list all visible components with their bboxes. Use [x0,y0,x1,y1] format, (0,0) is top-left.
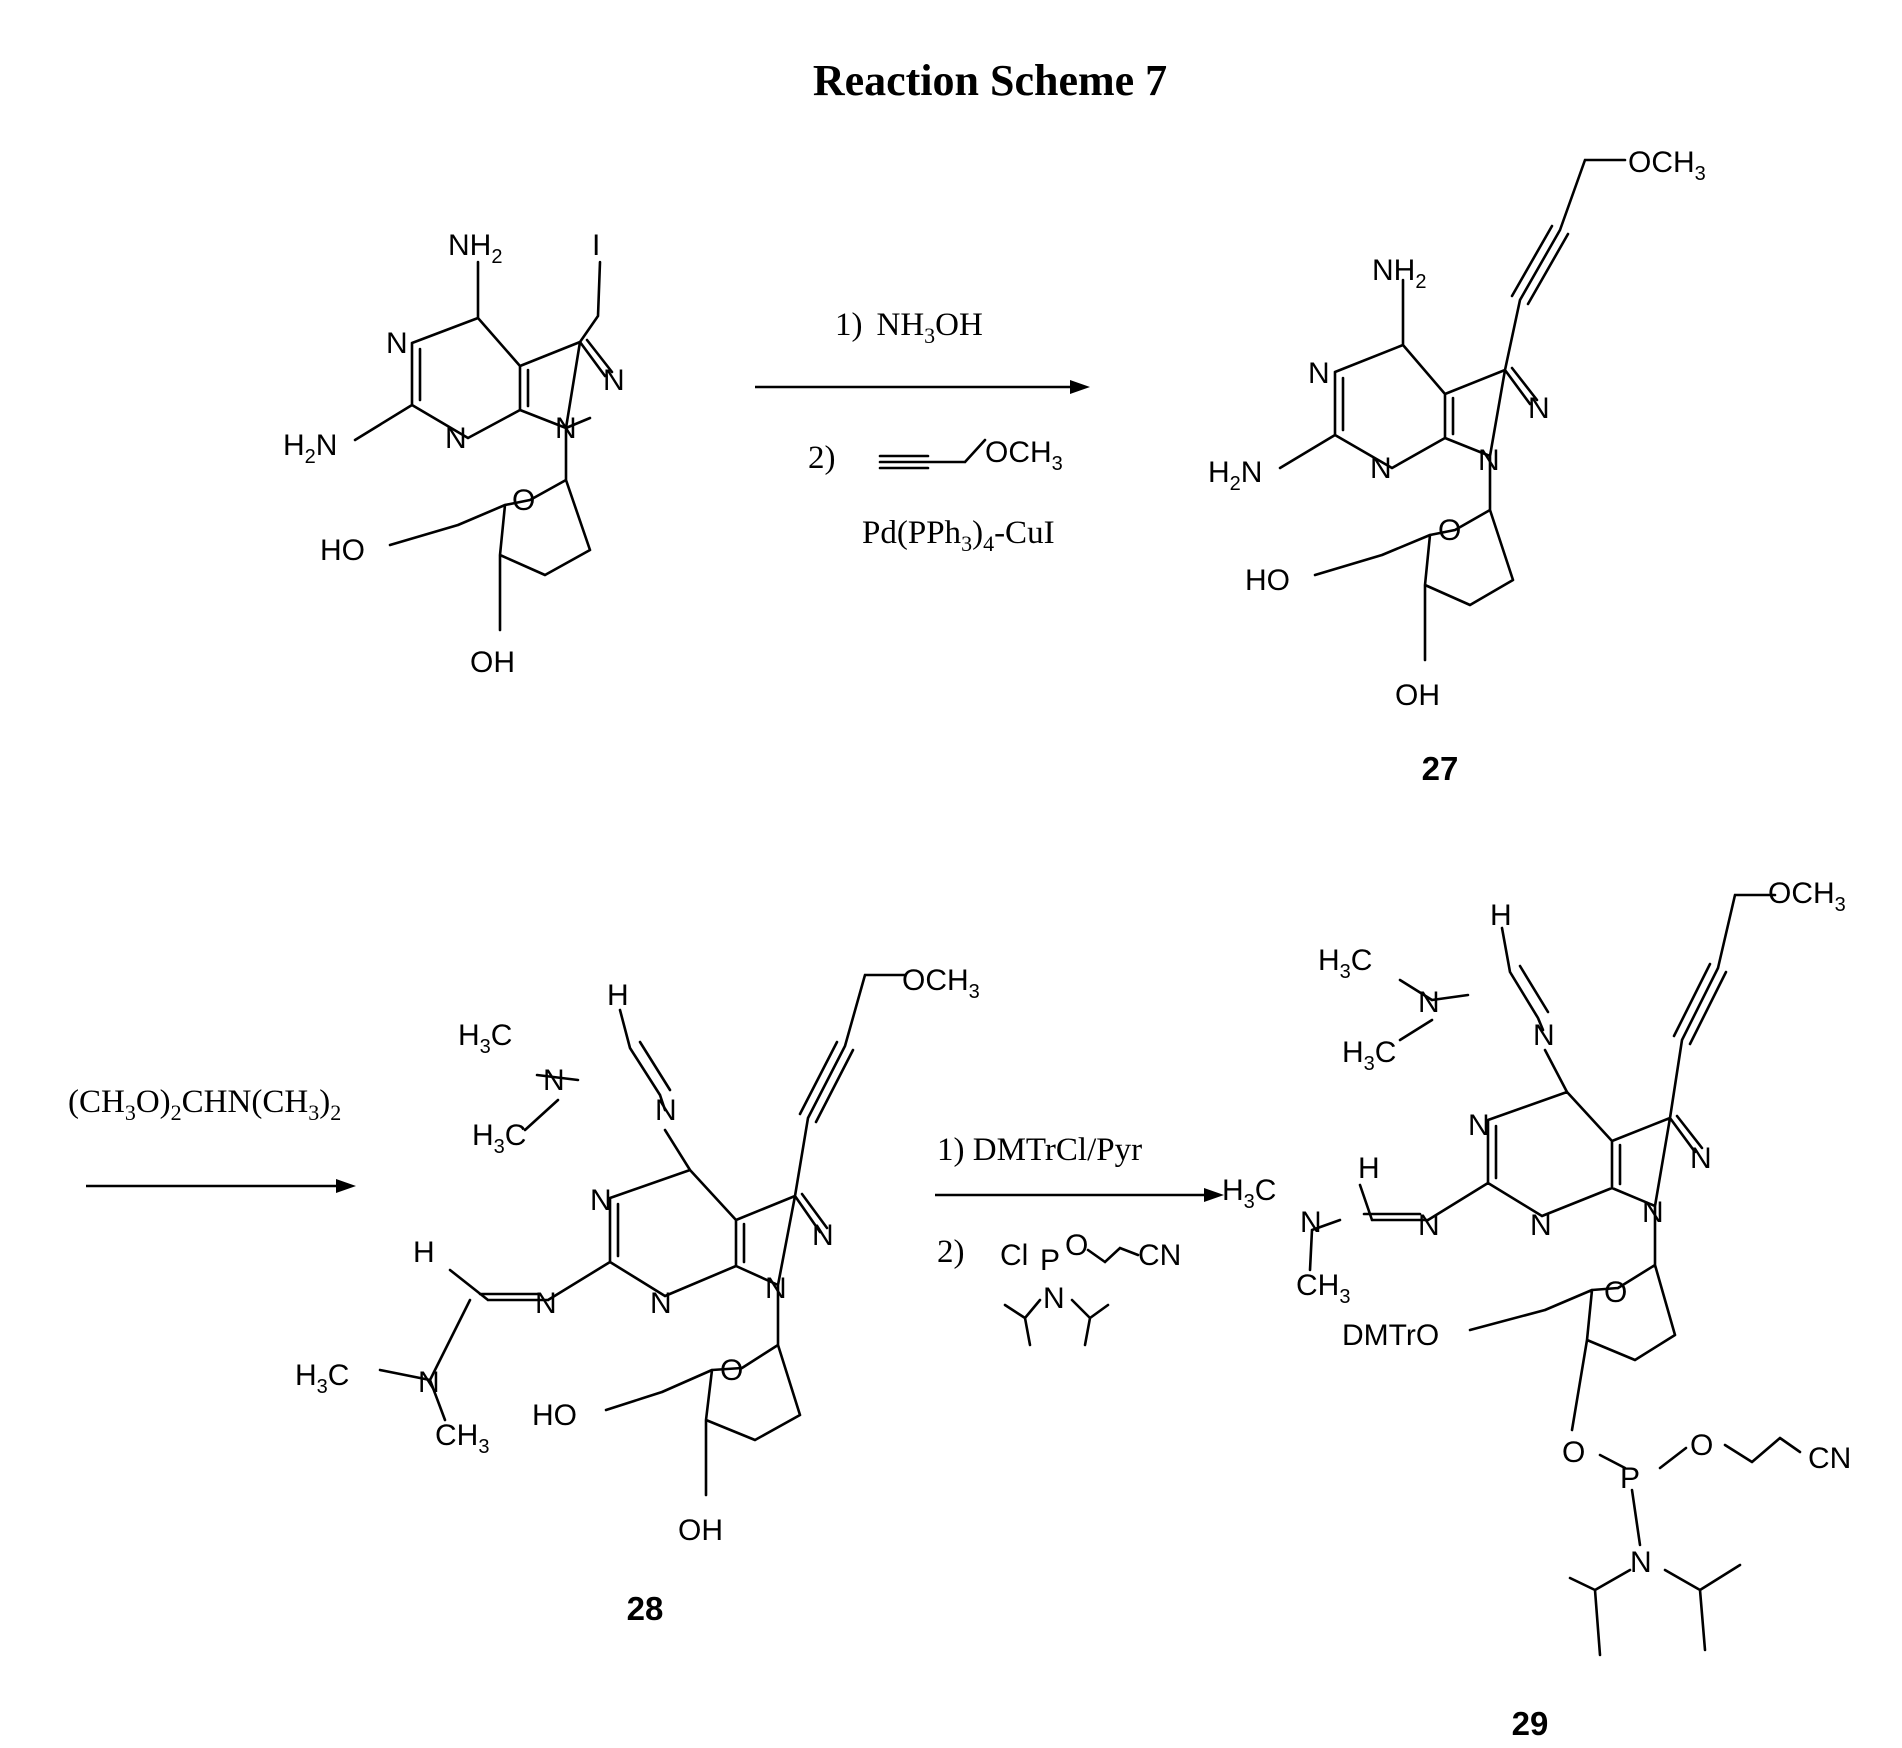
phosphitylating-reagent: Cl P O CN N [1000,1229,1181,1345]
atom-ring-o: O [1604,1276,1627,1309]
atom-n: N [1533,1019,1555,1052]
atom-n: N [445,422,467,455]
atom-h3c: H3C [1222,1174,1276,1213]
atom-ho: HO [1245,564,1290,597]
atom-h3c: H3C [1342,1036,1396,1075]
reaction-step-2: (CH3O)2CHN(CH3)2 [68,1084,356,1193]
atom-dmtro: DMTrO [1342,1319,1439,1352]
atom-n: N [1530,1209,1552,1242]
compound-number-28: 28 [627,1590,664,1627]
reagent-dmf-dma: (CH3O)2CHN(CH3)2 [68,1084,341,1125]
scheme-title: Reaction Scheme 7 [813,56,1167,105]
atom-ch3: CH3 [435,1419,489,1458]
atom-nh2: NH2 [1372,254,1426,293]
compound-27-structure: OCH3 NH2 N N N N H2N O HO OH 27 [1208,146,1706,787]
reagent-och3: OCH3 [985,436,1063,475]
atom-n: N [1642,1196,1664,1229]
atom-h: H [1358,1152,1380,1185]
atom-och3: OCH3 [1768,877,1846,916]
atom-n: N [418,1366,440,1399]
atom-n: N [1468,1109,1490,1142]
arrowhead [1070,380,1090,394]
atom-cl: Cl [1000,1239,1028,1272]
reagent-line-1: 1)NH3OH [835,307,983,348]
atom-o: O [1562,1436,1585,1469]
atom-oh: OH [678,1514,723,1547]
reagent-line-2-number: 2) [808,440,836,476]
atom-iodine: I [592,229,600,262]
atom-h: H [413,1236,435,1269]
atom-n: N [555,412,577,445]
reaction-step-1: 1)NH3OH 2) OCH3 Pd(PPh3)4-CuI [755,307,1090,556]
atom-ring-o: O [720,1354,743,1387]
atom-n: N [603,364,625,397]
atom-n: N [1300,1206,1322,1239]
atom-ho: HO [320,534,365,567]
atom-ring-o: O [1438,514,1461,547]
atom-p: P [1040,1244,1060,1277]
atom-oh: OH [470,646,515,679]
atom-h3c: H3C [295,1359,349,1398]
atom-n: N [655,1094,677,1127]
atom-n: N [650,1287,672,1320]
reagent-line-1: 1) DMTrCl/Pyr [937,1132,1142,1168]
atom-n: N [1478,444,1500,477]
atom-h3c: H3C [1318,944,1372,983]
atom-n: N [1308,357,1330,390]
atom-n: N [1418,986,1440,1019]
atom-n: N [765,1272,787,1305]
atom-h: H [607,979,629,1012]
atom-h: H [1490,899,1512,932]
reagent-line-3: Pd(PPh3)4-CuI [862,515,1055,556]
atom-h2n: H2N [283,429,337,468]
propargyl-ether-reagent [880,440,985,468]
atom-n: N [1370,452,1392,485]
atom-o: O [1690,1429,1713,1462]
atom-n: N [1630,1546,1652,1579]
compound-number-27: 27 [1422,750,1459,787]
atom-nh2: NH2 [448,229,502,268]
atom-ch3: CH3 [1296,1269,1350,1308]
atom-n: N [535,1287,557,1320]
atom-ring-o: O [512,484,535,517]
atom-h2n: H2N [1208,456,1262,495]
atom-h3c: H3C [472,1119,526,1158]
reaction-step-3: 1) DMTrCl/Pyr 2) Cl P O CN N [935,1132,1224,1345]
atom-n: N [543,1064,565,1097]
atom-n: N [386,327,408,360]
atom-oh: OH [1395,679,1440,712]
reagent-line-2-number: 2) [937,1234,965,1270]
arrowhead [336,1179,356,1193]
atom-n: N [1043,1282,1065,1315]
atom-o: O [1065,1229,1088,1262]
atom-cn: CN [1808,1442,1851,1475]
compound-29-structure: OCH3 H H3C N H3C N N N H H3C N N N N CH3… [1222,877,1851,1742]
atom-cn: CN [1138,1239,1181,1272]
compound-number-29: 29 [1512,1705,1549,1742]
atom-och3: OCH3 [1628,146,1706,185]
atom-ho: HO [532,1399,577,1432]
atom-n: N [1690,1142,1712,1175]
atom-h3c: H3C [458,1019,512,1058]
atom-n: N [590,1184,612,1217]
compound-28-structure: OCH3 H H3C N H3C N N N H N N N H3C N CH3… [295,964,980,1627]
atom-n: N [1528,392,1550,425]
atom-n: N [1418,1209,1440,1242]
starting-material-structure: NH2 I N N N N H2N O HO OH [283,229,625,679]
atom-p: P [1620,1462,1640,1495]
atom-n: N [812,1219,834,1252]
arrowhead [1204,1188,1224,1202]
atom-och3: OCH3 [902,964,980,1003]
